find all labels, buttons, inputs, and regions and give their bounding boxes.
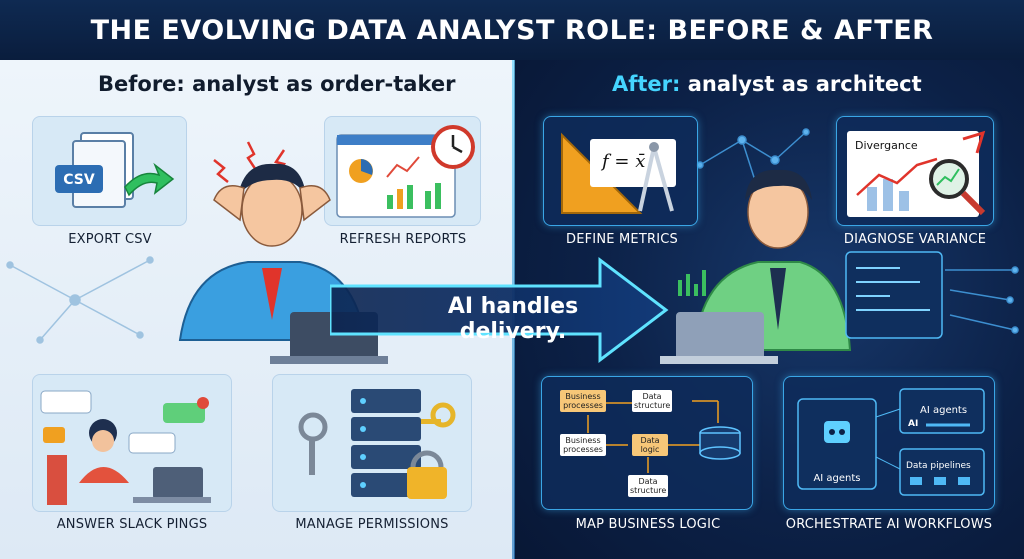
transition-text: AI handles delivery. xyxy=(447,294,579,344)
define-metrics-card: f = x̄ xyxy=(543,116,698,226)
after-heading-rest: analyst as architect xyxy=(680,72,922,96)
diagnose-variance-card: Divergance xyxy=(836,116,994,226)
csv-file-icon xyxy=(55,132,175,208)
ai-box-agents-main: AI agents xyxy=(813,473,861,484)
logic-box-data-structure-1: Data structure xyxy=(632,390,672,412)
logic-flow-icon xyxy=(587,400,741,473)
ai-box-data-pipelines: Data pipelines xyxy=(906,461,971,471)
after-heading: After: analyst as architect xyxy=(612,72,922,96)
map-business-logic-card: Business processes Data structure Busine… xyxy=(541,376,753,510)
page-title: THE EVOLVING DATA ANALYST ROLE: BEFORE &… xyxy=(90,14,934,46)
variance-chart-icon xyxy=(847,130,986,217)
ai-orchestration-icon xyxy=(797,388,985,496)
clock-icon xyxy=(431,125,475,169)
export-csv-card: CSV xyxy=(32,116,187,226)
ai-box-ai-small: AI xyxy=(908,419,919,429)
report-dashboard-icon xyxy=(336,134,456,218)
task-export-csv: EXPORT CSV xyxy=(68,232,152,247)
refresh-reports-card xyxy=(324,116,481,226)
ruler-compass-icon xyxy=(561,132,676,214)
transition-arrow xyxy=(330,256,669,364)
orchestrate-ai-card: AI agents AI agents AI Data pipelines xyxy=(783,376,995,510)
task-refresh-reports: REFRESH REPORTS xyxy=(339,232,467,247)
logic-box-data-logic: Data logic xyxy=(632,434,668,456)
task-define-metrics: DEFINE METRICS xyxy=(566,232,678,247)
task-diagnose-variance: DIAGNOSE VARIANCE xyxy=(843,232,987,247)
task-orchestrate-ai-workflows: ORCHESTRATE AI WORKFLOWS xyxy=(785,517,993,532)
ai-box-agents-top: AI agents xyxy=(920,405,968,416)
task-answer-slack-pings: ANSWER SLACK PINGS xyxy=(56,517,208,532)
logic-box-business-processes-2: Business processes xyxy=(560,434,606,456)
formula-text: f = x̄ xyxy=(602,151,646,172)
answer-slack-card xyxy=(32,374,232,512)
before-heading: Before: analyst as order-taker xyxy=(98,72,456,96)
server-lock-icon xyxy=(298,389,456,499)
chat-person-icon xyxy=(40,390,211,505)
task-map-business-logic: MAP BUSINESS LOGIC xyxy=(575,517,721,532)
task-manage-permissions: MANAGE PERMISSIONS xyxy=(295,517,449,532)
divergence-label: Divergance xyxy=(855,139,918,152)
csv-icon-text: CSV xyxy=(63,172,95,188)
after-heading-accent: After: xyxy=(612,72,681,96)
title-bar: THE EVOLVING DATA ANALYST ROLE: BEFORE &… xyxy=(0,0,1024,60)
logic-box-business-processes-1: Business processes xyxy=(560,390,606,412)
manage-permissions-card xyxy=(272,374,472,512)
logic-box-data-structure-2: Data structure xyxy=(628,475,668,497)
